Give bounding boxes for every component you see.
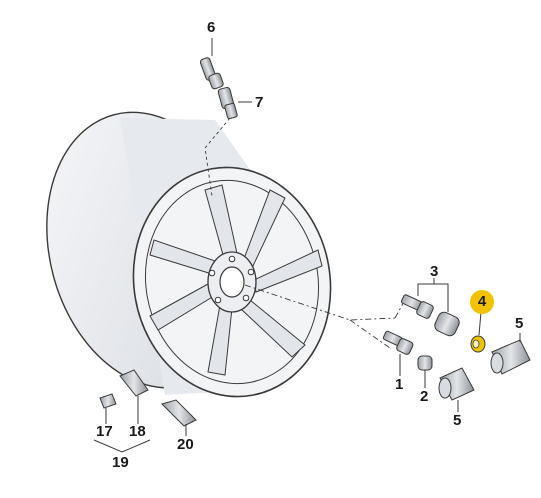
callout-5-right: 5	[515, 315, 524, 332]
callout-20: 20	[177, 436, 194, 453]
callout-5-bottom: 5	[453, 412, 462, 429]
part-1-wheel-bolt	[382, 330, 414, 355]
part-3-anti-theft-set	[400, 294, 460, 337]
part-20-adhesive-weight	[161, 399, 197, 427]
callout-6: 6	[207, 19, 216, 36]
callout-4-highlighted: 4	[470, 290, 494, 314]
leader-3	[417, 283, 449, 312]
lug-hole	[247, 268, 255, 276]
callout-19: 19	[112, 454, 129, 471]
lug-hole	[242, 294, 250, 302]
callout-2: 2	[420, 388, 429, 405]
lug-hole	[208, 269, 216, 277]
part-5-puller-bottom	[438, 367, 475, 401]
part-7-valve	[217, 86, 238, 120]
lug-hole	[228, 255, 236, 263]
callout-7: 7	[255, 94, 264, 111]
part-5-puller-right	[490, 339, 531, 375]
lug-hole	[214, 296, 222, 304]
guide-line-valve	[204, 117, 231, 197]
leader-19-bracket	[93, 439, 151, 453]
part-17-clip	[99, 393, 117, 409]
part-4-highlighted-ring	[470, 335, 486, 353]
part-2-bolt-cap	[417, 355, 433, 371]
callout-3: 3	[430, 263, 439, 280]
callout-18: 18	[129, 423, 146, 440]
callout-17: 17	[96, 423, 113, 440]
leader-4	[478, 311, 482, 336]
part-6-valve-stem	[199, 57, 224, 90]
wheel-spokes	[149, 184, 323, 376]
guide-line-hardware	[244, 284, 396, 349]
callout-1: 1	[395, 376, 404, 393]
wheel-center-bore	[219, 266, 245, 298]
alloy-wheel	[46, 111, 332, 398]
part-18-weight	[119, 369, 149, 397]
